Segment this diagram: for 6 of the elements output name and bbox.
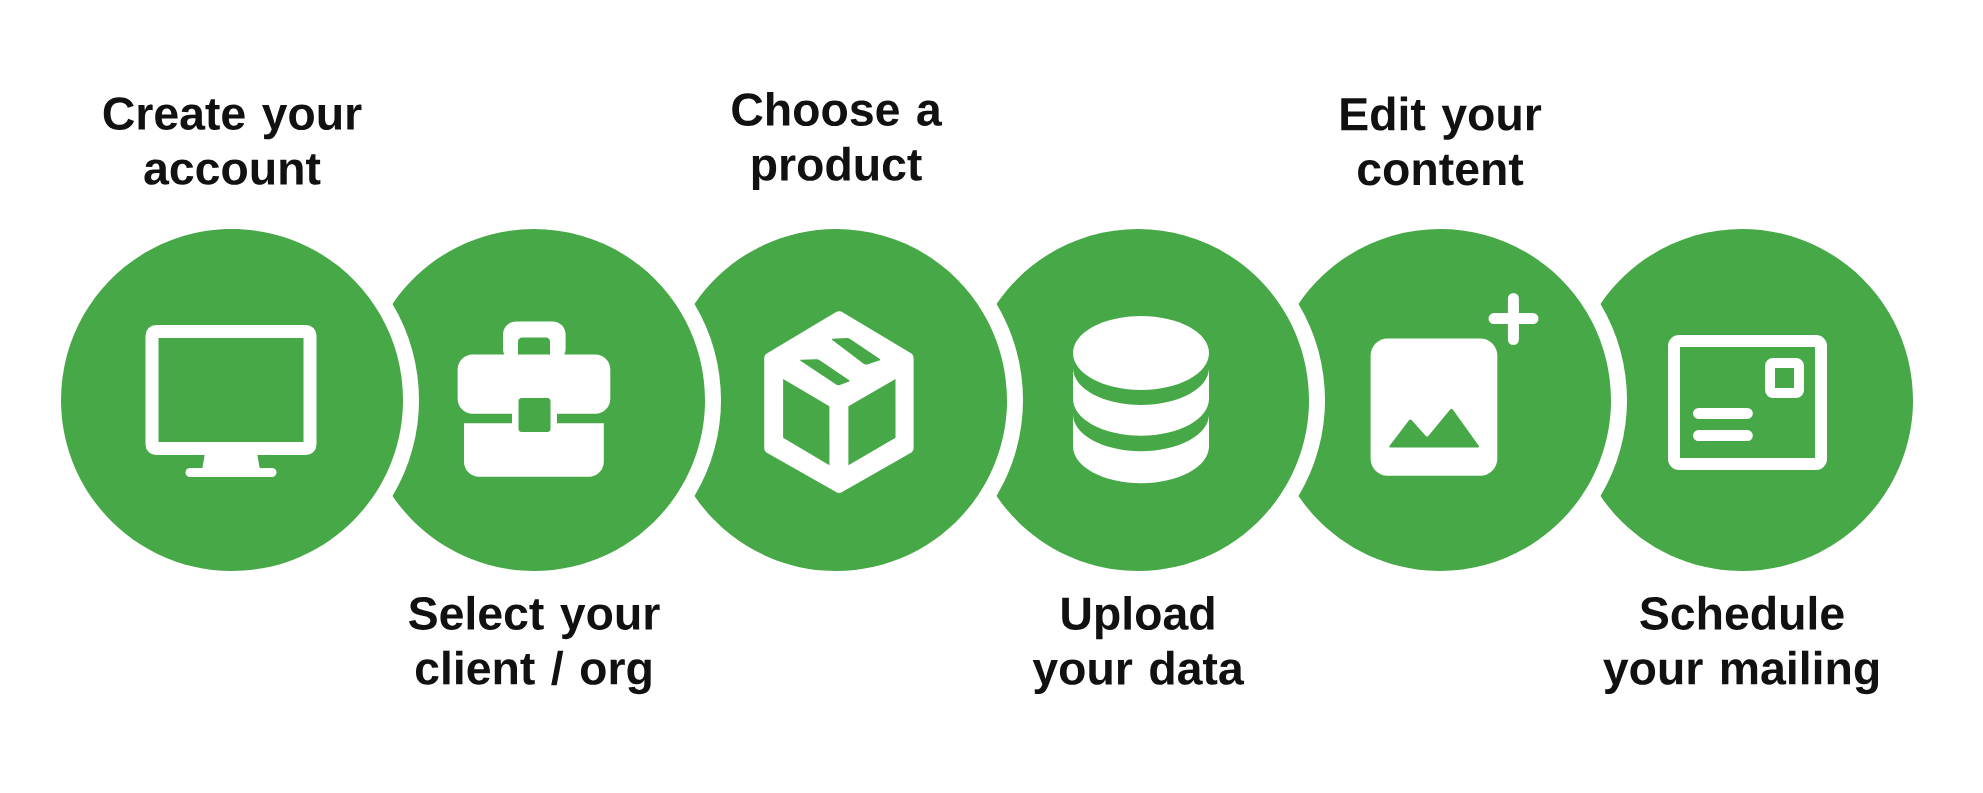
step-title: Create your account xyxy=(103,97,362,185)
step-title: Edit your content xyxy=(1341,96,1542,186)
step-title: Choose a product xyxy=(732,91,942,191)
step-title: Upload your data xyxy=(1032,595,1244,695)
step-title: Schedule your mailing xyxy=(1603,595,1879,695)
step-title: Select your client / org xyxy=(409,595,660,695)
